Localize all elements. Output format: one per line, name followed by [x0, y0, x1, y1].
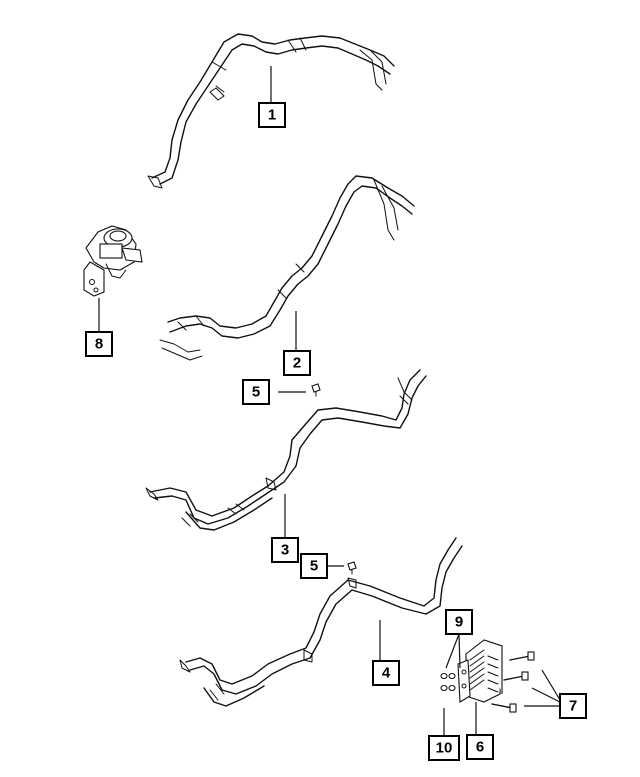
part-7-bolts — [491, 651, 535, 713]
callout-10[interactable]: 10 — [428, 735, 460, 761]
part-4-lines — [179, 537, 463, 707]
part-5-lower-clip — [347, 561, 357, 575]
callout-5-upper-label: 5 — [252, 384, 260, 401]
part-6-oil-cooler — [457, 639, 503, 703]
part-5-upper-clip — [311, 383, 321, 397]
leader-9a — [445, 633, 460, 669]
callout-8[interactable]: 8 — [85, 331, 113, 357]
callout-1[interactable]: 1 — [258, 102, 286, 128]
callout-5-upper[interactable]: 5 — [242, 379, 270, 405]
callout-7[interactable]: 7 — [559, 693, 587, 719]
callout-8-label: 8 — [95, 336, 103, 353]
callout-7-label: 7 — [569, 698, 577, 715]
callout-6[interactable]: 6 — [466, 734, 494, 760]
leader-9b — [458, 633, 461, 669]
callout-10-label: 10 — [436, 740, 453, 757]
leader-7b — [531, 687, 561, 703]
part-2-hose — [159, 175, 415, 361]
callout-9[interactable]: 9 — [445, 609, 473, 635]
callout-9-label: 9 — [455, 614, 463, 631]
callout-2[interactable]: 2 — [283, 350, 311, 376]
callout-2-label: 2 — [293, 355, 301, 372]
callout-3-label: 3 — [281, 542, 289, 559]
callout-5-lower[interactable]: 5 — [300, 553, 328, 579]
callout-4-label: 4 — [382, 665, 391, 682]
callout-4[interactable]: 4 — [372, 660, 400, 686]
callout-6-label: 6 — [476, 739, 484, 756]
callout-5-lower-label: 5 — [310, 558, 318, 575]
part-1-hose — [147, 33, 395, 189]
part-3-lines — [145, 369, 427, 531]
callout-3[interactable]: 3 — [271, 537, 299, 563]
part-9-fittings — [440, 672, 456, 692]
part-8-pump — [83, 225, 143, 297]
leader-7a — [541, 669, 561, 701]
callout-1-label: 1 — [268, 107, 276, 124]
